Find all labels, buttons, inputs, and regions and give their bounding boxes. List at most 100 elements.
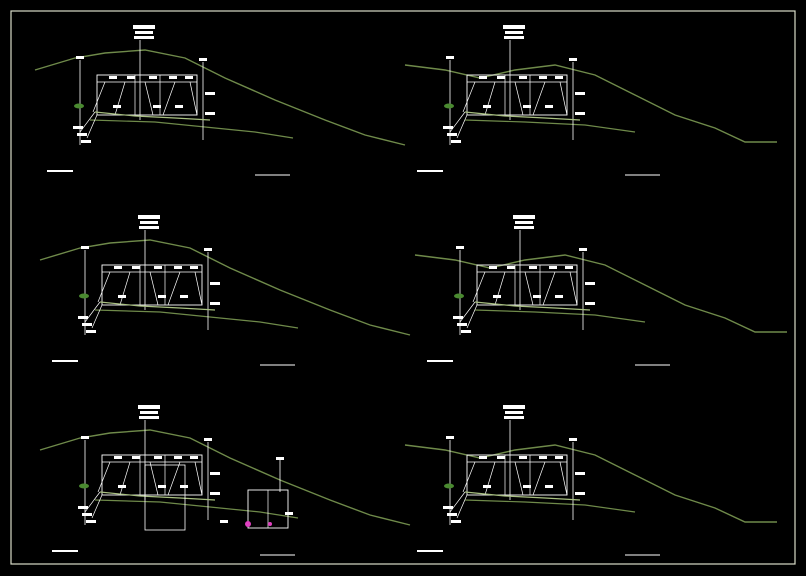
title-tag bbox=[138, 405, 160, 409]
outlet-marker bbox=[79, 483, 89, 489]
title-tag bbox=[504, 416, 524, 419]
fan-tag bbox=[457, 323, 467, 326]
dimension-tag bbox=[489, 266, 497, 269]
dimension-tag bbox=[190, 266, 198, 269]
highlight-marker bbox=[268, 522, 272, 526]
outlet-marker bbox=[454, 293, 464, 299]
cross-section-3 bbox=[39, 215, 411, 366]
dimension-tag bbox=[132, 266, 140, 269]
structure-frame bbox=[466, 454, 568, 496]
pipe-line bbox=[474, 301, 591, 311]
anchor-line bbox=[532, 81, 546, 116]
dimension-tag bbox=[533, 295, 541, 298]
dimension-tag bbox=[118, 485, 126, 488]
pipe-line bbox=[464, 111, 581, 121]
level-tag bbox=[81, 436, 89, 439]
dimension-tag bbox=[539, 456, 547, 459]
anchor-line bbox=[162, 81, 176, 116]
anchor-line bbox=[524, 271, 534, 306]
fan-tag bbox=[451, 140, 461, 143]
dimension-tag bbox=[483, 485, 491, 488]
cross-section-2 bbox=[404, 25, 777, 176]
level-tag bbox=[446, 436, 454, 439]
cross-section-6 bbox=[404, 405, 777, 556]
dimension-tag bbox=[190, 456, 198, 459]
scale-bar-left bbox=[47, 170, 73, 172]
level-tag bbox=[220, 520, 228, 523]
level-tag bbox=[575, 492, 585, 495]
outlet-marker bbox=[74, 103, 84, 109]
dimension-tag bbox=[519, 456, 527, 459]
dimension-tag bbox=[174, 456, 182, 459]
anchor-line bbox=[97, 461, 111, 493]
title-tag bbox=[513, 215, 535, 219]
anchor-line bbox=[144, 81, 154, 116]
terrain-profile bbox=[39, 239, 411, 336]
title-tag bbox=[505, 31, 523, 34]
structure-frame bbox=[476, 264, 578, 306]
fan-tag bbox=[82, 323, 92, 326]
dimension-tag bbox=[555, 456, 563, 459]
level-tag bbox=[76, 56, 84, 59]
level-tag bbox=[199, 58, 207, 61]
anchor-line bbox=[559, 461, 568, 496]
fan-tag bbox=[77, 133, 87, 136]
dimension-tag bbox=[549, 266, 557, 269]
title-tag bbox=[503, 25, 525, 29]
dimension-tag bbox=[109, 76, 117, 79]
fan-tag bbox=[86, 520, 96, 523]
anchor-line bbox=[114, 81, 126, 116]
level-tag bbox=[205, 112, 215, 115]
outlet-marker bbox=[444, 483, 454, 489]
dimension-tag bbox=[497, 456, 505, 459]
fan-tag bbox=[78, 316, 88, 319]
anchor-line bbox=[149, 271, 159, 306]
anchor-line bbox=[149, 461, 159, 496]
level-tag bbox=[210, 302, 220, 305]
structure-frame bbox=[101, 264, 203, 306]
anchor-line bbox=[167, 461, 181, 496]
shaft-box bbox=[144, 464, 186, 531]
dimension-tag bbox=[154, 456, 162, 459]
dimension-tag bbox=[479, 456, 487, 459]
level-tag bbox=[569, 438, 577, 441]
title-tag bbox=[139, 416, 159, 419]
dimension-tag bbox=[158, 295, 166, 298]
level-tag bbox=[579, 248, 587, 251]
structure-frame bbox=[96, 74, 198, 116]
level-tag bbox=[575, 92, 585, 95]
anchor-line bbox=[484, 461, 496, 496]
level-tag bbox=[276, 457, 284, 460]
fan-line bbox=[456, 494, 468, 519]
level-tag bbox=[204, 438, 212, 441]
dimension-tag bbox=[132, 456, 140, 459]
anchor-line bbox=[97, 271, 111, 303]
anchor-line bbox=[532, 461, 546, 496]
pipe-line bbox=[99, 301, 216, 311]
slope-line bbox=[89, 119, 294, 139]
scale-bar-left bbox=[417, 170, 443, 172]
fan-line bbox=[91, 304, 103, 329]
outlet-marker bbox=[444, 103, 454, 109]
level-tag bbox=[456, 246, 464, 249]
title-tag bbox=[515, 221, 533, 224]
level-tag bbox=[585, 302, 595, 305]
drawing-frame bbox=[10, 10, 796, 565]
pipe-line bbox=[94, 111, 211, 121]
level-tag bbox=[204, 248, 212, 251]
level-tag bbox=[81, 246, 89, 249]
terrain-profile bbox=[414, 254, 787, 333]
anchor-line bbox=[462, 81, 476, 113]
pipe-line bbox=[464, 491, 581, 501]
fan-tag bbox=[447, 513, 457, 516]
fan-line bbox=[456, 114, 468, 139]
terrain-profile bbox=[34, 49, 406, 146]
anchor-line bbox=[494, 271, 506, 306]
dimension-tag bbox=[539, 76, 547, 79]
dimension-tag bbox=[113, 105, 121, 108]
pipe-line bbox=[99, 491, 216, 501]
level-tag bbox=[585, 282, 595, 285]
dimension-tag bbox=[127, 76, 135, 79]
title-tag bbox=[135, 31, 153, 34]
anchor-line bbox=[462, 461, 476, 493]
